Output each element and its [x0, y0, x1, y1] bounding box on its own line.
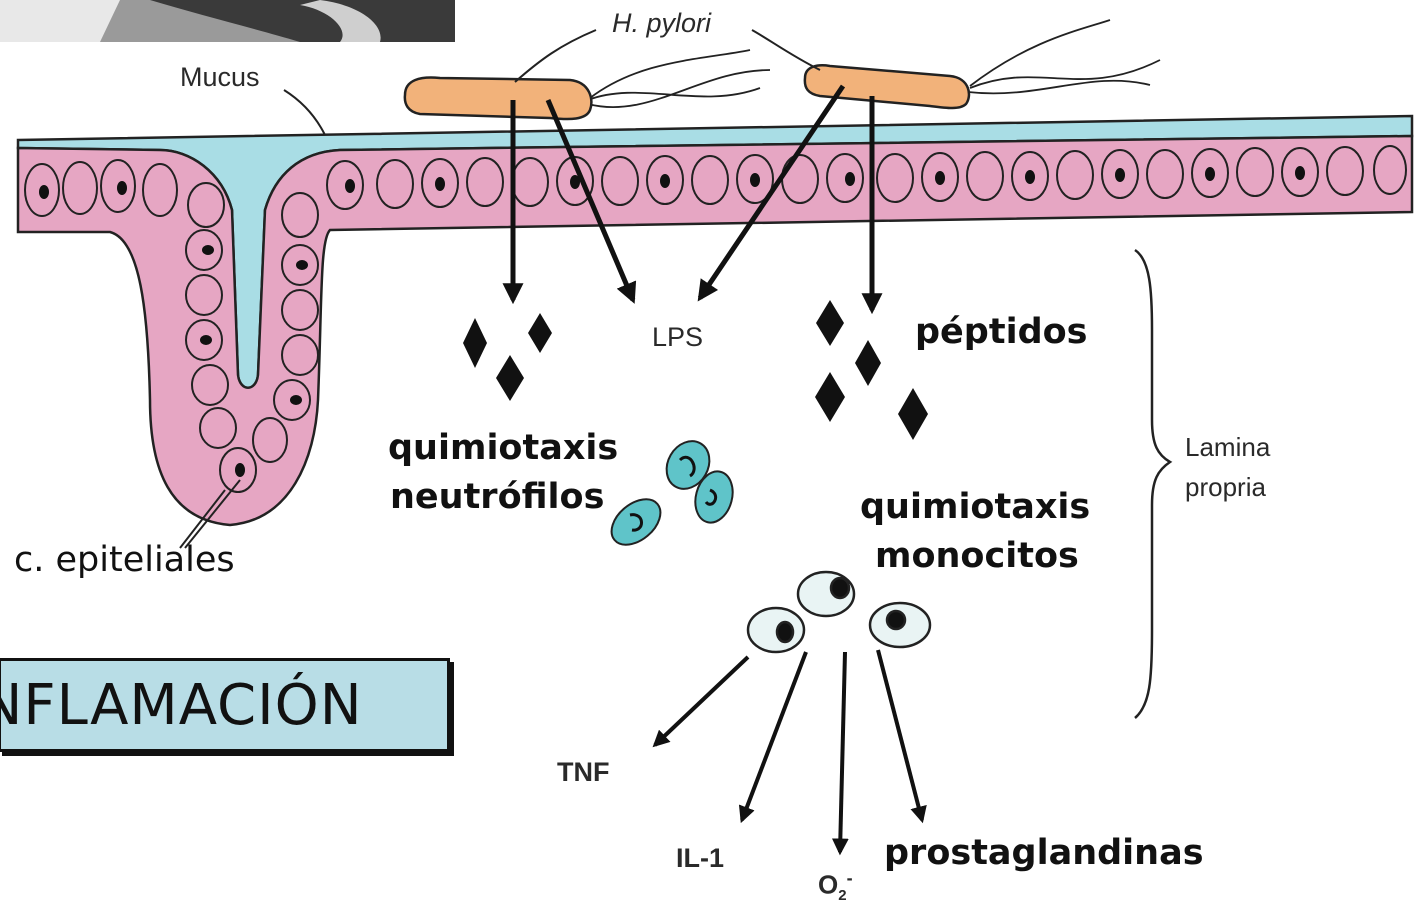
mucus-label: Mucus [180, 62, 260, 93]
peptidos-label: péptidos [915, 312, 1088, 352]
h-pylori-label: H. pylori [612, 8, 711, 39]
c-epiteliales-label: c. epiteliales [14, 540, 235, 580]
superoxide-label: O2- [818, 868, 853, 904]
quimiotaxis-monocitos-line2: monocitos [875, 536, 1079, 576]
il1-label: IL-1 [676, 843, 724, 874]
superoxide-sub: 2 [838, 887, 846, 904]
lamina-propria-brace [1135, 250, 1170, 718]
h-pylori-bacterium-1 [405, 50, 770, 119]
mucus-leader-line [284, 90, 325, 135]
lamina-propria-label-2: propria [1185, 472, 1266, 503]
quimiotaxis-monocitos-line1: quimiotaxis [860, 487, 1090, 527]
superoxide-o: O [818, 870, 838, 900]
lps-label: LPS [652, 322, 703, 353]
superoxide-sup: - [847, 868, 853, 888]
inflamacion-box: INFLAMACIÓN [0, 658, 450, 752]
photo-fragment [0, 0, 455, 42]
prostaglandinas-label: prostaglandinas [884, 833, 1204, 873]
monocyte-cells [748, 572, 930, 652]
tnf-label: TNF [557, 757, 609, 788]
quimiotaxis-neutrofilos-line1: quimiotaxis [388, 428, 618, 468]
lamina-propria-label-1: Lamina [1185, 432, 1270, 463]
peptide-diamonds [463, 300, 928, 440]
inflamacion-label: INFLAMACIÓN [0, 673, 363, 738]
quimiotaxis-neutrofilos-line2: neutrófilos [390, 477, 604, 517]
mediator-arrows [655, 650, 922, 852]
h-pylori-bacterium-2 [805, 20, 1160, 108]
neutrophil-cells [603, 433, 738, 553]
